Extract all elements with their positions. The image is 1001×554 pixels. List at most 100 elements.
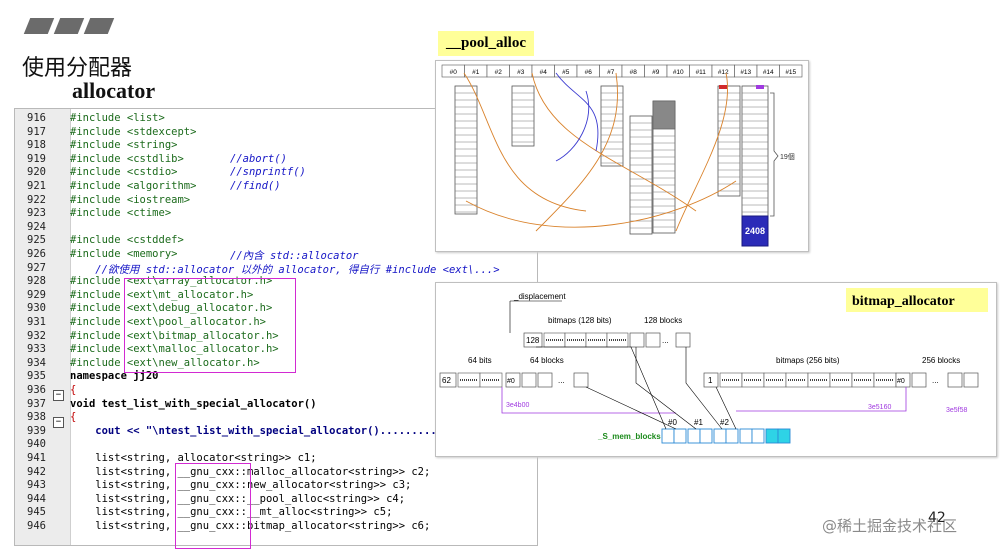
- code-text: void test_list_with_special_allocator(): [70, 397, 317, 410]
- pool-slot-label: #5: [562, 69, 570, 76]
- pool-slot-label: #1: [472, 69, 480, 76]
- line-number: 938: [27, 411, 46, 424]
- code-line: #include <ext\debug_allocator.h>: [70, 302, 272, 314]
- line-number: 919: [27, 152, 46, 165]
- mem-blocks-row: [661, 428, 791, 444]
- pool-alloc-svg: #0#1#2#3#4#5#6#7#8#9#10#11#12#13#14#15 2…: [441, 64, 803, 247]
- code-line: #include <cstdlib>//abort(): [70, 152, 287, 165]
- code-line: list<string, __gnu_cxx::new_allocator<st…: [70, 479, 411, 491]
- code-text: cout << "\ntest_list_with_special_alloca…: [70, 424, 437, 437]
- hash0-row2: #0: [507, 378, 515, 385]
- addr-3: 3e5f58: [946, 407, 968, 414]
- code-text: list<string, __gnu_cxx::malloc_allocator…: [70, 465, 431, 478]
- bitmaps-256-label: bitmaps (256 bits): [776, 356, 840, 365]
- addr-1: 3e4b00: [506, 402, 529, 409]
- code-text: #include <list>: [70, 112, 165, 124]
- pool-slot-label: #12: [718, 69, 729, 76]
- pool-slot-label: #0: [450, 69, 458, 76]
- pool-slot-label: #3: [517, 69, 525, 76]
- line-number: 940: [27, 438, 46, 451]
- blocks-256-label: 256 blocks: [922, 356, 960, 365]
- line-number: 943: [27, 479, 46, 492]
- line-number: 936: [27, 384, 46, 396]
- line-number: 918: [27, 139, 46, 152]
- code-text: list<string, __gnu_cxx::__pool_alloc<str…: [70, 492, 406, 505]
- code-text: #include <ext\new_allocator.h>: [70, 356, 260, 369]
- code-text: #include <ext\debug_allocator.h>: [70, 302, 273, 315]
- pool-slot-cell: [779, 64, 803, 78]
- code-line: #include <ext\pool_allocator.h>: [70, 316, 266, 328]
- code-line: list<string, allocator<string>> c1;: [70, 452, 317, 464]
- slide-title-en: allocator: [72, 78, 156, 103]
- code-text: #include <cstdio>: [70, 166, 178, 179]
- line-number: 920: [27, 166, 46, 179]
- code-line: #include <cstddef>: [70, 234, 184, 246]
- free-list-chain-9: [629, 100, 676, 235]
- line-number: 934: [27, 356, 46, 369]
- code-text: namespace jj20: [70, 370, 159, 383]
- line-number: 923: [27, 207, 46, 220]
- code-line: #include <ext\new_allocator.h>: [70, 357, 260, 369]
- code-text: #include <iostream>: [70, 193, 191, 206]
- pool-slot-label: #7: [607, 69, 615, 76]
- hash1-mem: #1: [694, 418, 703, 427]
- line-number: 941: [27, 452, 46, 464]
- code-line: #include <ext\mt_allocator.h>: [70, 289, 253, 301]
- code-text: #include <stdexcept>: [70, 125, 197, 138]
- fold-toggle-936[interactable]: −: [53, 390, 64, 401]
- val-1: 1: [708, 376, 713, 385]
- pool-big-block-label: 2408: [745, 226, 765, 236]
- line-number: 931: [27, 316, 46, 328]
- code-line: #include <string>: [70, 139, 177, 151]
- code-text: list<string, allocator<string>> c1;: [70, 452, 317, 464]
- bitmap-alloc-diagram: bitmap_allocator bitmap_allocator _displ…: [435, 282, 997, 457]
- code-line: #include <stdexcept>: [70, 126, 196, 138]
- fold-toggle-938[interactable]: −: [53, 417, 64, 428]
- code-text: {: [70, 411, 77, 424]
- hash2-mem: #2: [720, 418, 729, 427]
- footer-watermark: @稀土掘金技术社区: [822, 517, 958, 535]
- gnu-cxx-highlight-box: [175, 463, 251, 549]
- line-number: 917: [27, 125, 46, 138]
- addr-2: 3e5160: [868, 404, 891, 411]
- pool-slot-label: #2: [495, 69, 503, 76]
- brand-bar-3: [83, 18, 115, 34]
- line-number: 939: [27, 424, 46, 437]
- free-list-chain-3: [511, 85, 535, 147]
- pool-slot-label: #14: [763, 69, 774, 76]
- code-line: list<string, __gnu_cxx::bitmap_allocator…: [70, 520, 430, 532]
- pool-alloc-diagram: #0#1#2#3#4#5#6#7#8#9#10#11#12#13#14#15 2…: [435, 60, 809, 252]
- line-number: 924: [27, 220, 46, 233]
- pool-count-label: 19個: [780, 152, 795, 161]
- bitmap-alloc-svg: bitmap_allocator bitmap_allocator _displ…: [439, 288, 988, 444]
- code-comment: //內含 std::allocator: [230, 250, 359, 262]
- pool-slot-label: #4: [540, 69, 548, 76]
- code-text: list<string, __gnu_cxx::__mt_alloc<strin…: [70, 506, 393, 519]
- pool-dark-cell-9: [652, 100, 676, 130]
- line-number: 929: [27, 288, 46, 301]
- code-line: //欲使用 std::allocator 以外的 allocator, 得自行 …: [70, 262, 500, 277]
- line-number: 921: [27, 180, 46, 192]
- line-number: 922: [27, 193, 46, 206]
- hash0-mem: #0: [668, 418, 677, 427]
- code-text: list<string, __gnu_cxx::bitmap_allocator…: [70, 520, 431, 532]
- code-text: //欲使用 std::allocator 以外的 allocator, 得自行 …: [70, 263, 500, 276]
- free-list-chain-12: [717, 85, 741, 197]
- line-number-gutter: [15, 109, 71, 545]
- free-list-chain-13: [741, 85, 769, 217]
- code-line: list<string, __gnu_cxx::malloc_allocator…: [70, 466, 430, 478]
- code-comment: //find(): [230, 180, 281, 192]
- hash0-row3: #0: [897, 378, 905, 385]
- line-number: 930: [27, 302, 46, 315]
- code-text: #include <cstdlib>: [70, 152, 184, 165]
- code-text: #include <ctime>: [70, 207, 172, 220]
- line-number: 937: [27, 397, 46, 410]
- line-number: 942: [27, 465, 46, 478]
- code-text: #include <ext\pool_allocator.h>: [70, 316, 266, 328]
- pool-slot-label: #9: [652, 69, 660, 76]
- include-highlight-box: [124, 278, 296, 373]
- val-128: 128: [526, 336, 540, 345]
- code-line: #include <ext\bitmap_allocator.h>: [70, 330, 279, 342]
- pool-slot-label: #15: [785, 69, 796, 76]
- free-list-chain-7: [600, 85, 624, 167]
